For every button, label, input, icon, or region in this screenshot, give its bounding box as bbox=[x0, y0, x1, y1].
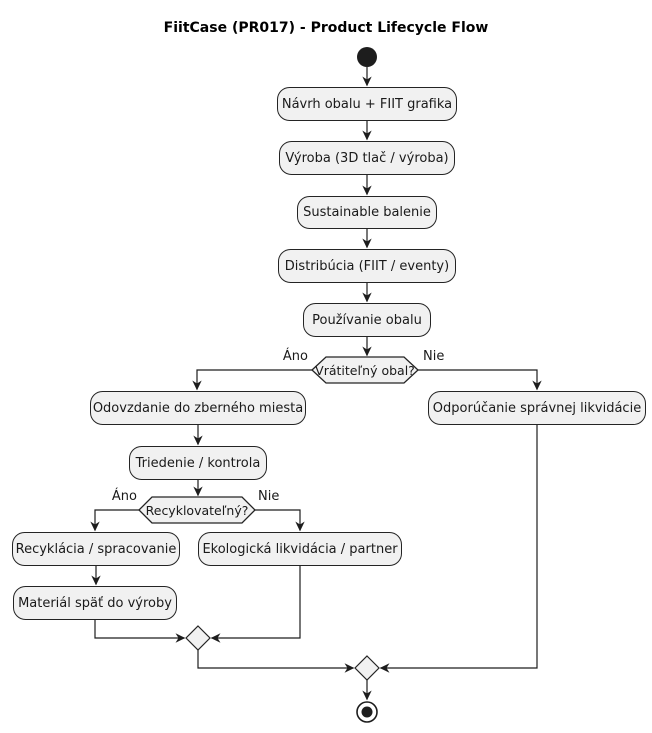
edge-merge1-merge2 bbox=[197, 650, 355, 673]
activity-recyklacia-spracovanie: Recyklácia / spracovanie bbox=[12, 532, 180, 566]
activity-distribucia: Distribúcia (FIIT / eventy) bbox=[278, 249, 456, 283]
activity-odporucanie-likvidacie: Odporúčanie správnej likvidácie bbox=[428, 391, 646, 425]
diagram-title: FiitCase (PR017) - Product Lifecycle Flo… bbox=[163, 20, 489, 36]
activity-navrh-obalu: Návrh obalu + FIIT grafika bbox=[277, 87, 457, 121]
activity-ekologicka-likvidacia: Ekologická likvidácia / partner bbox=[198, 532, 402, 566]
activity-material-spat-do-vyroby: Materiál späť do výroby bbox=[13, 586, 177, 620]
activity-odovzdanie-zberne-miesto: Odovzdanie do zberného miesta bbox=[90, 391, 306, 425]
edge-label-decision1-ano: Áno bbox=[282, 349, 308, 364]
edge-decision1-nie bbox=[418, 369, 542, 391]
edge-odporucanie-merge2 bbox=[379, 425, 538, 673]
decision-recyklovatelny-label: Recyklovateľný? bbox=[145, 502, 249, 518]
activity-vyroba: Výroba (3D tlač / výroba) bbox=[279, 141, 455, 175]
activity-pouzivanie-obalu: Používanie obalu bbox=[303, 303, 431, 337]
activity-sustainable-balenie: Sustainable balenie bbox=[297, 196, 437, 229]
decision-vratitelny-obal-label: Vrátiteľný obal? bbox=[315, 362, 415, 378]
end-node-core bbox=[361, 706, 373, 718]
edge-label-decision2-ano: Áno bbox=[111, 489, 137, 504]
edge-ekologicka-merge1 bbox=[210, 566, 301, 643]
edge-decision1-ano bbox=[192, 369, 312, 391]
merge-diamond-1 bbox=[185, 625, 211, 651]
edge-label-decision2-nie: Nie bbox=[258, 489, 280, 504]
start-node bbox=[357, 47, 377, 67]
merge-diamond-2 bbox=[354, 655, 380, 681]
edge-decision2-ano bbox=[90, 509, 139, 532]
edge-material-merge1 bbox=[94, 620, 186, 643]
activity-triedenie-kontrola: Triedenie / kontrola bbox=[129, 446, 267, 480]
edge-decision2-nie bbox=[255, 509, 305, 532]
edge-label-decision1-nie: Nie bbox=[423, 349, 445, 364]
